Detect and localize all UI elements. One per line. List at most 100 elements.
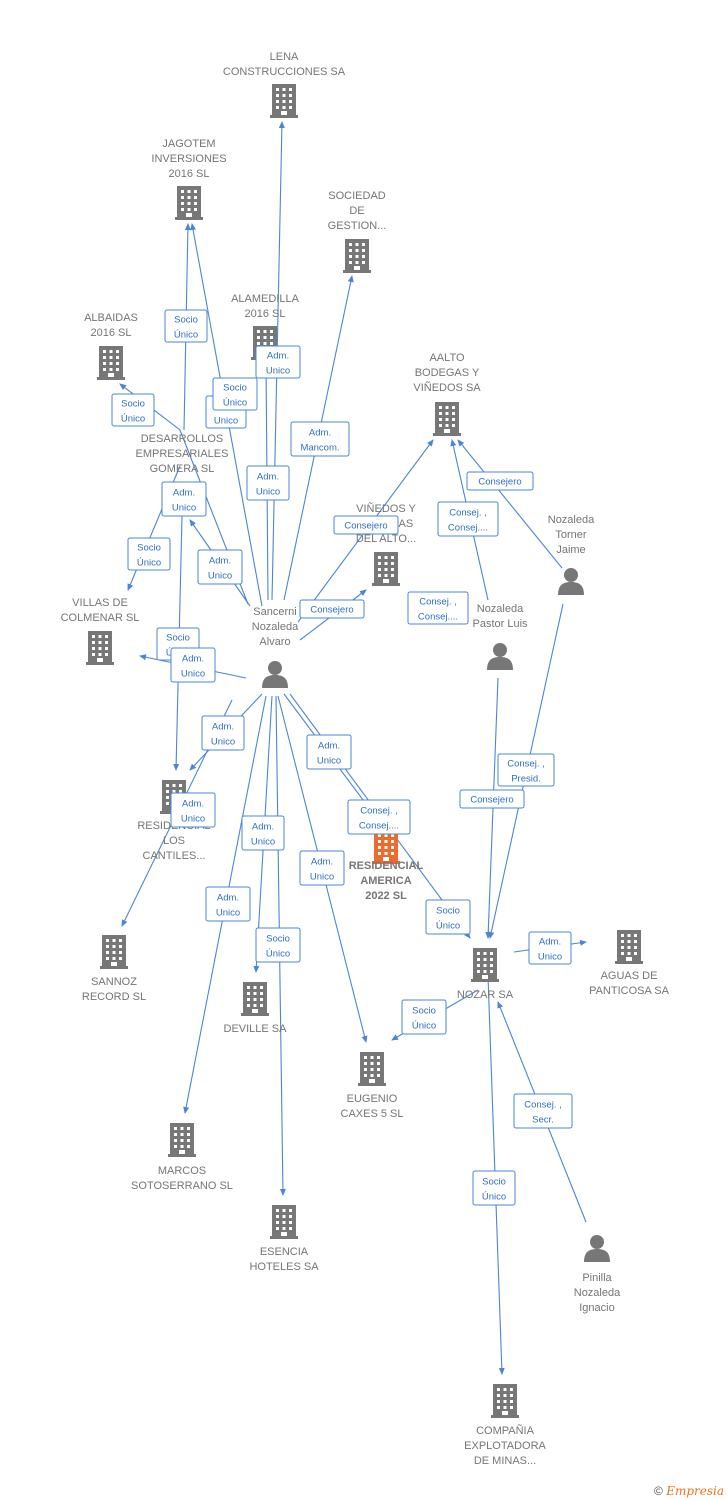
relation-label[interactable]: Consej. ,Consej.... xyxy=(347,799,411,835)
relation-label-box xyxy=(255,345,301,379)
building-icon xyxy=(433,402,461,436)
relation-label-box xyxy=(513,1093,573,1129)
relation-label-box xyxy=(299,850,345,886)
relation-label-text: Adm. xyxy=(252,822,274,833)
relation-label-box xyxy=(164,309,208,343)
node-label-line: SOTOSERRANO SL xyxy=(131,1180,233,1192)
relation-label-text: Unico xyxy=(181,669,205,680)
node-label-line: EMPRESARIALES xyxy=(136,448,229,460)
node-label-line: JAGOTEM xyxy=(162,138,215,150)
node-label-line: 2016 SL xyxy=(245,308,286,320)
relation-label-text: Adm. xyxy=(209,556,231,567)
relation-label[interactable]: Adm.Unico xyxy=(170,792,216,828)
relation-label-box xyxy=(255,927,301,963)
building-icon xyxy=(372,552,400,586)
relation-label[interactable]: Consej. ,Secr. xyxy=(513,1093,573,1129)
relation-label[interactable]: Adm.Unico xyxy=(246,465,290,501)
relation-label-text: Consej. , xyxy=(449,508,487,519)
node-vinedos[interactable]: VIÑEDOS YBODEGASDEL ALTO... xyxy=(356,502,417,586)
relation-label-text: Adm. xyxy=(267,351,289,362)
node-label-line: RESIDENCIAL xyxy=(349,860,424,872)
node-label-line: BODEGAS Y xyxy=(415,367,480,379)
relation-label[interactable]: Consej. ,Consej.... xyxy=(407,591,469,625)
node-label-line: 2016 SL xyxy=(169,168,210,180)
node-label-line: DE xyxy=(349,205,364,217)
node-deville[interactable]: DEVILLE SA xyxy=(224,982,288,1035)
relation-label[interactable]: Consejero xyxy=(299,599,365,619)
relation-label[interactable]: Adm.Unico xyxy=(241,815,285,851)
node-label-line: CANTILES... xyxy=(143,850,206,862)
relation-label-box xyxy=(466,471,534,491)
relation-label[interactable]: Adm.Unico xyxy=(201,715,245,751)
node-label-line: SOCIEDAD xyxy=(328,190,386,202)
relation-label-text: Adm. xyxy=(311,857,333,868)
relation-label[interactable]: Consej. , Consej.... xyxy=(437,501,499,537)
relation-label-box xyxy=(333,515,399,535)
building-icon xyxy=(168,1123,196,1157)
relation-label[interactable]: Consejero xyxy=(333,515,399,535)
relation-label-text: Consej.... xyxy=(448,523,488,534)
brand-logo[interactable]: Empresia xyxy=(666,1484,724,1498)
relation-label[interactable]: Adm.Mancom. xyxy=(290,421,350,457)
node-label-line: RECORD SL xyxy=(82,991,146,1003)
building-icon xyxy=(270,84,298,118)
relation-label[interactable]: Adm.Unico xyxy=(170,647,216,683)
building-icon xyxy=(343,239,371,273)
relation-label[interactable]: Adm. Unico xyxy=(299,850,345,886)
node-label-line: Ignacio xyxy=(579,1302,614,1314)
relation-label-text: Unico xyxy=(310,872,334,883)
relation-label[interactable]: Adm.Unico xyxy=(205,886,251,922)
relation-label[interactable]: Adm. Unico xyxy=(255,345,301,379)
building-icon xyxy=(241,982,269,1016)
relation-label-text: Unico xyxy=(266,366,290,377)
node-nozar[interactable]: NOZAR SA xyxy=(457,948,514,1001)
relation-label-text: Consej.... xyxy=(418,612,458,623)
building-icon xyxy=(97,346,125,380)
relation-label[interactable]: Adm.Unico xyxy=(306,734,352,770)
relation-label-text: Consejero xyxy=(310,605,353,616)
node-label-line: ALAMEDILLA xyxy=(231,293,300,305)
relation-label[interactable]: Adm.Unico xyxy=(161,481,207,517)
node-label-line: AGUAS DE xyxy=(601,970,658,982)
relation-label[interactable]: Adm.Unico xyxy=(197,549,243,585)
node-alamedilla[interactable]: ALAMEDILLA 2016 SL xyxy=(231,293,300,360)
relation-label[interactable]: Consej. ,Presid. xyxy=(497,753,555,787)
relation-label[interactable]: Adm.Unico xyxy=(528,931,572,965)
relation-label-text: Único xyxy=(412,1021,436,1032)
relation-label[interactable]: Consejero xyxy=(459,789,525,809)
node-label-line: DEVILLE SA xyxy=(224,1023,288,1035)
watermark: © Empresia xyxy=(654,1484,724,1498)
relation-label[interactable]: Consejero xyxy=(466,471,534,491)
node-label-line: COMPAÑIA xyxy=(476,1424,535,1437)
building-icon xyxy=(270,1205,298,1239)
